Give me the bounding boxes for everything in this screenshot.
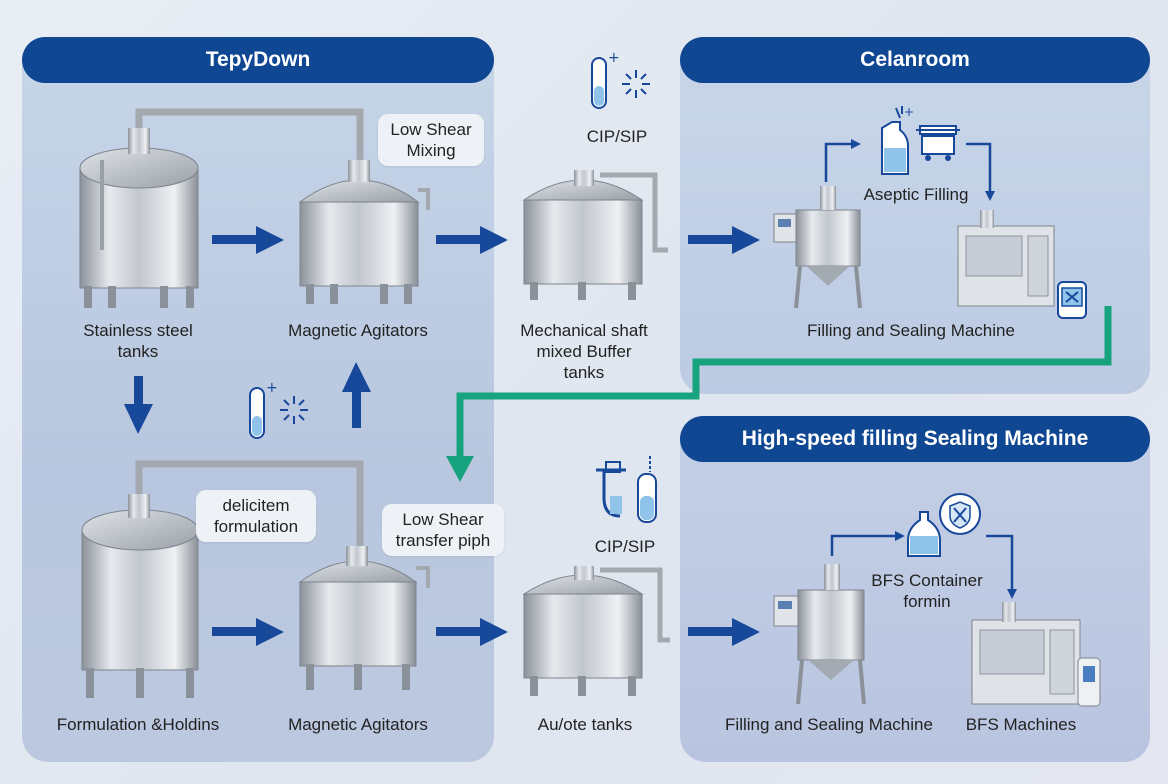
test-tube-sparkle-icon-2: + [249, 380, 308, 439]
low-shear-transfer-bubble: Low Shear transfer piph [382, 504, 504, 556]
cleanroom-header: Celanroom [680, 37, 1150, 83]
delicate-formulation-bubble: delicitem formulation [196, 490, 316, 542]
label-magnetic-agitators-top: Magnetic Agitators [288, 321, 428, 340]
label-aulote-tanks: Au/ote tanks [537, 715, 633, 734]
sealing-machine-top [957, 210, 1055, 307]
test-tube-sparkle-icon: + [591, 50, 650, 109]
low-shear-mixing-bubble: Low Shear Mixing [378, 114, 484, 166]
aulote-tank [522, 566, 670, 696]
svg-text:+: + [904, 105, 914, 119]
label-filling-sealing-top: Filling and Sealing Machine [807, 321, 1015, 340]
label-cip-sip-bottom: CIP/SIP [594, 537, 656, 556]
label-filling-sealing-bottom: Filling and Sealing Machine [725, 715, 933, 734]
label-bfs-machines: BFS Machines [965, 715, 1077, 734]
high-speed-header: High-speed filling Sealing Machine [680, 416, 1150, 462]
bfs-machine [971, 602, 1101, 707]
label-aseptic-filling: Aseptic Filling [863, 185, 969, 204]
filling-machine-top [773, 186, 862, 309]
mechanical-shaft-buffer-tank [522, 170, 668, 300]
bfs-container-icon [907, 493, 981, 557]
stainless-steel-tank [79, 108, 364, 308]
label-formulation-holding: Formulation &Holdins [56, 715, 220, 734]
label-stainless-tanks: Stainless steel tanks [83, 321, 193, 361]
formulation-holding-tank [81, 460, 364, 698]
filling-machine-bottom [773, 564, 866, 705]
pipette-tubes-icon [596, 456, 657, 523]
label-magnetic-agitators-bottom: Magnetic Agitators [288, 715, 428, 734]
svg-text:+: + [608, 50, 620, 66]
magnetic-agitator-tank-top [298, 160, 430, 304]
label-mechanical-shaft: Mechanical shaft mixed Buffer tanks [520, 321, 648, 382]
cleanroom-panel [680, 38, 1150, 394]
container-badge-icon [1057, 281, 1087, 319]
magnetic-agitator-tank-bottom [298, 546, 430, 690]
bottle-tray-icon: + [881, 105, 960, 175]
tepydown-header: TepyDown [22, 37, 494, 83]
label-bfs-container: BFS Container formin [871, 571, 983, 611]
label-cip-sip-top: CIP/SIP [586, 127, 648, 146]
svg-text:+: + [266, 380, 278, 396]
